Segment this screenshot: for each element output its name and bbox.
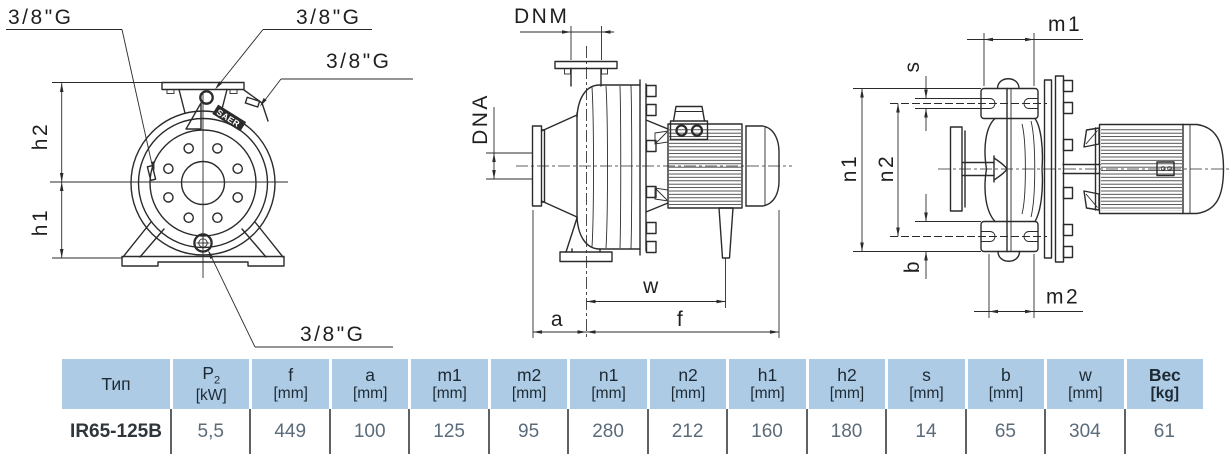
- label-a: a: [551, 308, 565, 331]
- cell-value: 212: [646, 409, 727, 454]
- column-header: a[mm]: [328, 359, 409, 409]
- cell-value: 61: [1123, 409, 1204, 454]
- column-header: h1[mm]: [726, 359, 806, 409]
- column-w: w[mm]304: [1044, 359, 1124, 454]
- cell-value: 280: [567, 409, 647, 454]
- column-header: Вес[kg]: [1123, 359, 1204, 409]
- side-view-drawing: DNM DNA w a f: [469, 5, 792, 340]
- column-P: P2[kW]5,5: [170, 359, 250, 454]
- column-header: m1[mm]: [408, 359, 488, 409]
- column-header: n1[mm]: [567, 359, 647, 409]
- cell-value: 5,5: [170, 409, 250, 454]
- label-port-top-left: 3/8"G: [8, 6, 73, 29]
- column-n1: n1[mm]280: [567, 359, 647, 454]
- cell-value: 304: [1044, 409, 1124, 454]
- label-s: s: [901, 60, 924, 73]
- column-h1: h1[mm]160: [726, 359, 806, 454]
- column-m2: m2[mm]95: [487, 359, 568, 454]
- label-dnm: DNM: [514, 5, 569, 28]
- saer-logo: SAER: [215, 107, 242, 129]
- label-m2: m2: [1046, 286, 1080, 309]
- label-b: b: [901, 259, 924, 273]
- label-port-bottom: 3/8"G: [300, 323, 365, 346]
- column-header: b[mm]: [964, 359, 1045, 409]
- column-a: a[mm]100: [328, 359, 409, 454]
- column-header: m2[mm]: [487, 359, 568, 409]
- column-s: s[mm]14: [885, 359, 965, 454]
- label-n1: n1: [838, 154, 861, 182]
- cell-value: 95: [487, 409, 568, 454]
- column-header: Тип: [62, 359, 170, 409]
- column-header: h2[mm]: [805, 359, 886, 409]
- label-port-top-right: 3/8"G: [296, 6, 361, 29]
- cell-value: 65: [964, 409, 1045, 454]
- column-header: f[mm]: [249, 359, 329, 409]
- column-h2: h2[mm]180: [805, 359, 886, 454]
- cell-value: 125: [408, 409, 488, 454]
- column-Вес: Вес[kg]61: [1123, 359, 1204, 454]
- cell-value: IR65-125B: [62, 409, 170, 454]
- cell-value: 14: [885, 409, 965, 454]
- front-view-drawing: SAER h2 h1 3/8"G 3/8"G 3/8"G: [6, 6, 413, 348]
- cell-value: 180: [805, 409, 886, 454]
- label-dna: DNA: [469, 93, 492, 145]
- column-header: w[mm]: [1044, 359, 1124, 409]
- column-f: f[mm]449: [249, 359, 329, 454]
- label-port-right: 3/8"G: [326, 50, 391, 73]
- column-b: b[mm]65: [964, 359, 1045, 454]
- label-h1: h1: [29, 208, 52, 236]
- column-m1: m1[mm]125: [408, 359, 488, 454]
- column-n2: n2[mm]212: [646, 359, 727, 454]
- label-f: f: [677, 308, 685, 331]
- label-w: w: [642, 275, 661, 298]
- cell-value: 449: [249, 409, 329, 454]
- cell-value: 100: [328, 409, 409, 454]
- label-n2: n2: [875, 154, 898, 182]
- column-header: s[mm]: [885, 359, 965, 409]
- column-header: n2[mm]: [646, 359, 727, 409]
- top-view-drawing: n1 n2 s b m1 m2: [838, 13, 1230, 318]
- column-header: P2[kW]: [170, 359, 250, 409]
- cell-value: 160: [726, 409, 806, 454]
- dimensional-drawing: SAER h2 h1 3/8"G 3/8"G 3/8"G: [6, 5, 1230, 348]
- label-m1: m1: [1048, 13, 1082, 36]
- label-h2: h2: [29, 122, 52, 150]
